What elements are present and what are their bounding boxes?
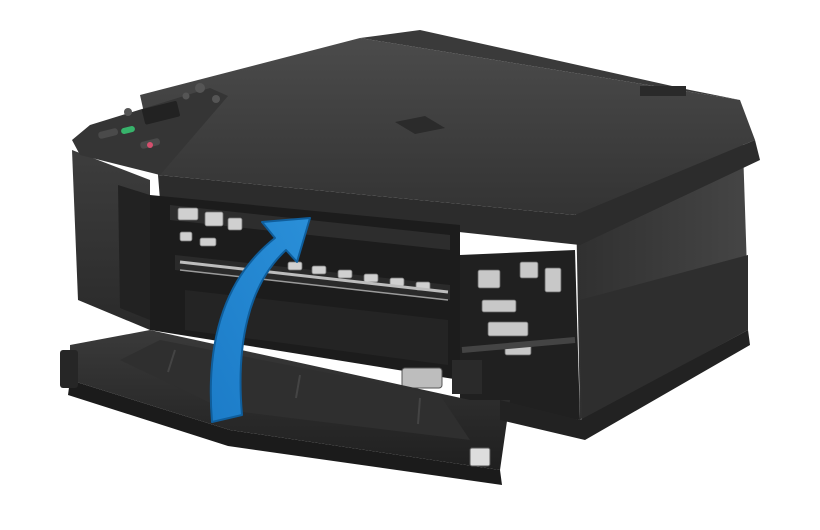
tray-hinge-left <box>60 350 78 388</box>
panel-button-wide <box>98 128 119 139</box>
cartridge-carriage-rod <box>461 337 576 353</box>
panel-led-green <box>121 126 135 134</box>
release-lever <box>401 367 443 389</box>
panel-led-red <box>147 142 153 148</box>
control-panel <box>72 88 228 175</box>
panel-button <box>124 108 132 116</box>
printer-right-side-lower <box>580 255 748 420</box>
tray-ribs <box>167 349 421 425</box>
tray-inner-panel <box>120 340 470 440</box>
roller-shaft-2 <box>179 269 449 301</box>
lid-opener-notch <box>395 116 445 134</box>
panel-button <box>212 95 220 103</box>
scanner-lid-hinge <box>360 30 740 100</box>
carriage-block <box>452 360 482 394</box>
paper-guide-top <box>170 205 450 250</box>
cartridge-holder <box>477 261 562 356</box>
tray-latch <box>469 447 491 467</box>
scanner-lid-front-edge <box>158 140 760 245</box>
curved-arrow-up-icon <box>209 217 311 423</box>
panel-lcd <box>141 101 180 125</box>
panel-button <box>195 83 205 93</box>
roller-assembly <box>177 207 431 291</box>
output-tray-lip <box>68 380 502 485</box>
hinge-tab-2 <box>640 86 686 96</box>
panel-button <box>182 92 190 100</box>
roller-shaft <box>179 260 449 294</box>
printer-front-left-recess <box>118 185 150 320</box>
scanner-lid-top <box>140 38 755 215</box>
